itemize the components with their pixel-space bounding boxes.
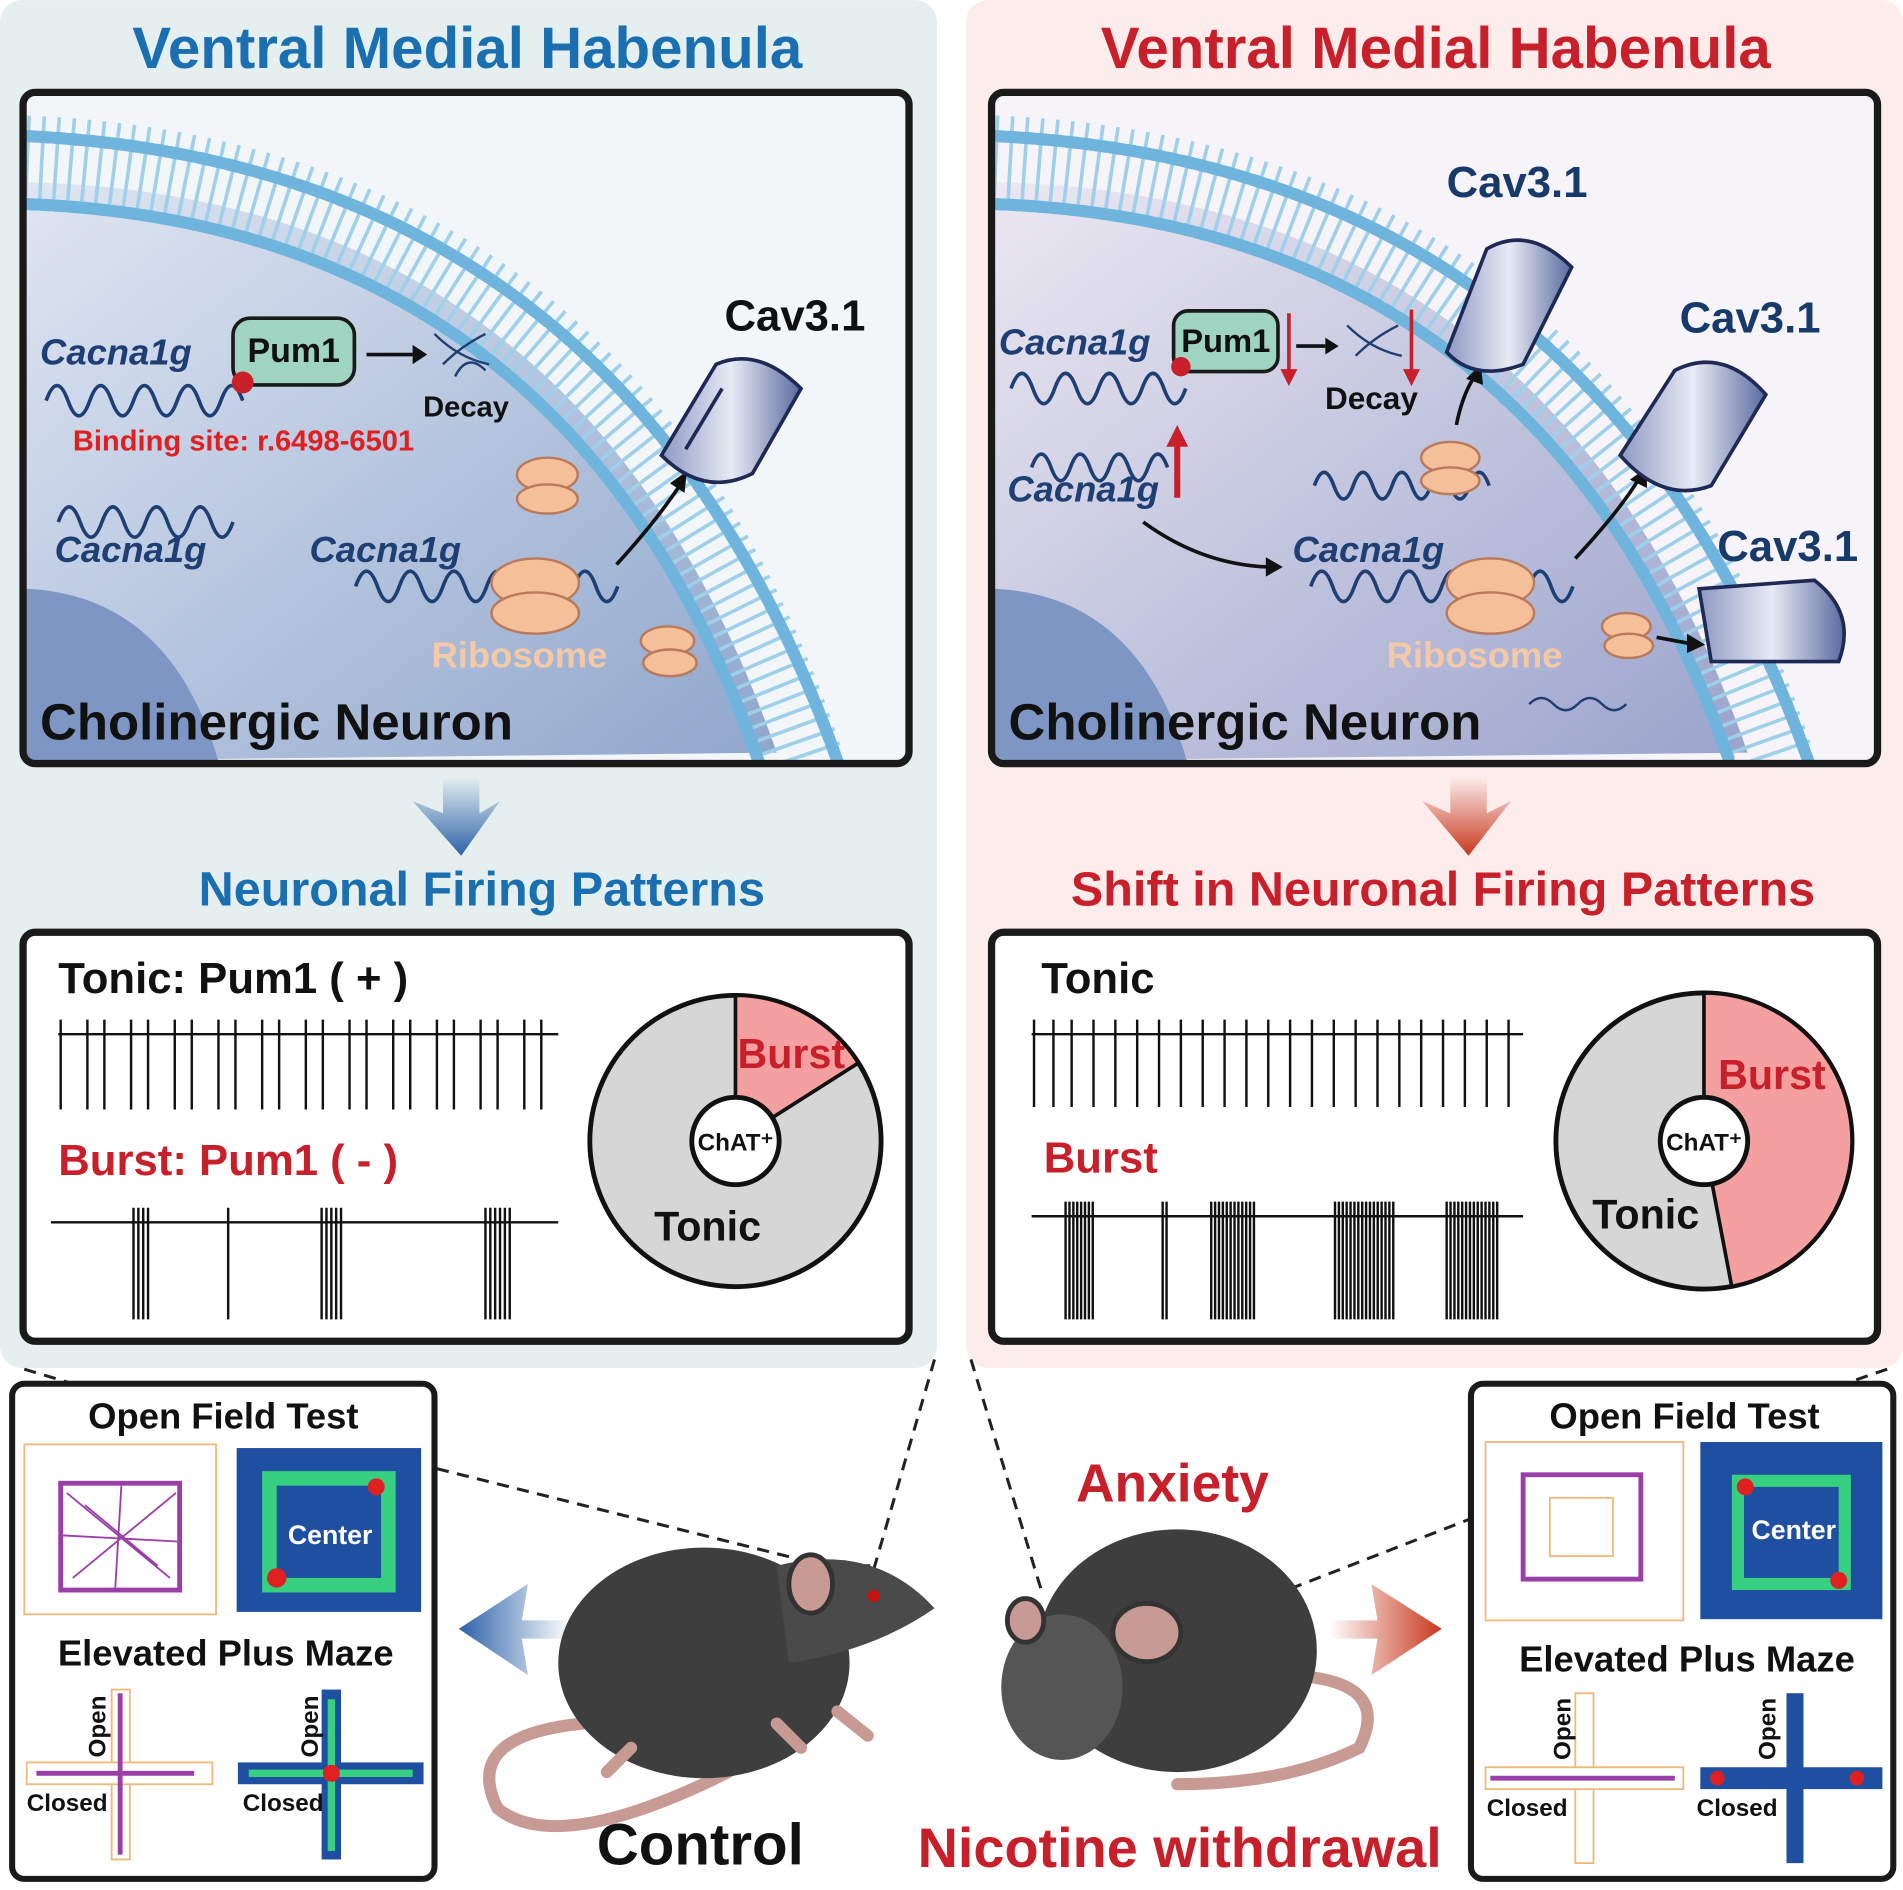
svg-text:Binding site: r.6498-6501: Binding site: r.6498-6501 <box>73 425 414 457</box>
svg-text:Elevated Plus Maze: Elevated Plus Maze <box>58 1632 394 1673</box>
svg-text:Cholinergic Neuron: Cholinergic Neuron <box>40 693 513 750</box>
svg-text:Open Field Test: Open Field Test <box>1549 1396 1819 1437</box>
svg-text:Elevated Plus Maze: Elevated Plus Maze <box>1519 1638 1855 1679</box>
left-pie-tonic: Tonic <box>654 1204 761 1250</box>
left-pie-center-hole <box>689 1094 782 1188</box>
right-pie-chart <box>1553 990 1855 1292</box>
svg-text:Cacna1g: Cacna1g <box>40 331 192 372</box>
svg-text:Open Field Test: Open Field Test <box>88 1396 358 1437</box>
cav31-channel-icon <box>659 357 804 485</box>
svg-text:Closed: Closed <box>1487 1795 1568 1822</box>
left-cell-diagram <box>25 94 907 762</box>
svg-text:Pum1: Pum1 <box>247 332 340 370</box>
mrna-wave <box>44 383 245 418</box>
cav31-channel-icon <box>1444 238 1574 373</box>
svg-text:Closed: Closed <box>1697 1795 1778 1822</box>
left-cell-labels: Cacna1g Pum1 Decay Binding site: r.6498-… <box>40 291 865 750</box>
svg-text:Decay: Decay <box>423 391 510 423</box>
svg-text:Cholinergic Neuron: Cholinergic Neuron <box>1009 693 1482 750</box>
svg-text:Open: Open <box>85 1696 112 1758</box>
left-pie-center: ChAT⁺ <box>698 1130 774 1157</box>
left-tonic-label: Tonic: Pum1 ( + ) <box>58 954 408 1003</box>
anxiety-label: Anxiety <box>1076 1454 1269 1513</box>
svg-text:Cav3.1: Cav3.1 <box>1717 522 1858 571</box>
decay-mrna <box>433 332 490 377</box>
svg-text:Closed: Closed <box>27 1790 108 1817</box>
right-pie-center: ChAT⁺ <box>1666 1130 1742 1157</box>
right-behavior-box: Open Field Test Center Elevated Plus Maz… <box>1467 1380 1897 1882</box>
ribosome-icon <box>1419 440 1655 660</box>
svg-text:Center: Center <box>1751 1515 1836 1545</box>
left-burst-label: Burst: Pum1 ( - ) <box>58 1136 398 1185</box>
cav31-channel-icon <box>1696 578 1846 664</box>
left-pie-burst: Burst <box>737 1031 845 1077</box>
svg-text:Cacna1g: Cacna1g <box>1007 468 1159 509</box>
svg-text:Open: Open <box>1755 1698 1782 1760</box>
control-mouse-illustration <box>483 1547 935 1833</box>
right-pie-tonic: Tonic <box>1592 1191 1699 1237</box>
left-pie-chart <box>587 992 884 1290</box>
right-cell-frame <box>987 88 1882 768</box>
left-burst-trace <box>50 1207 559 1320</box>
right-tonic-label: Tonic <box>1041 954 1154 1003</box>
left-firing-title: Neuronal Firing Patterns <box>199 863 765 917</box>
right-pie-burst-slice <box>1702 991 1854 1289</box>
right-burst-label: Burst <box>1044 1134 1159 1183</box>
svg-text:Cacna1g: Cacna1g <box>1293 529 1445 570</box>
nicotine-withdrawal-label: Nicotine withdrawal <box>918 1816 1442 1879</box>
svg-text:Open: Open <box>297 1696 324 1758</box>
svg-text:Cacna1g: Cacna1g <box>55 529 207 570</box>
svg-text:Open: Open <box>1549 1698 1576 1760</box>
svg-text:Decay: Decay <box>1325 380 1418 416</box>
control-label: Control <box>597 1812 804 1877</box>
right-firing-title: Shift in Neuronal Firing Patterns <box>1071 863 1815 917</box>
left-cell-frame <box>19 88 913 768</box>
right-tonic-trace <box>1031 1019 1524 1108</box>
right-title: Ventral Medial Habenula <box>1101 16 1772 81</box>
ribosome-icon <box>490 456 698 678</box>
binding-site-dot <box>231 371 254 394</box>
svg-text:Cav3.1: Cav3.1 <box>1447 158 1588 207</box>
right-arrow-icon <box>1328 1583 1442 1676</box>
svg-text:Cav3.1: Cav3.1 <box>1680 294 1821 343</box>
right-burst-trace <box>1031 1201 1524 1320</box>
right-pie-burst: Burst <box>1718 1052 1826 1098</box>
left-behavior-box: Open Field Test Center Elevated Plus Maz… <box>9 1380 438 1882</box>
spike-traces <box>50 1019 1524 1320</box>
svg-text:Ribosome: Ribosome <box>431 635 607 676</box>
nucleus <box>25 588 219 762</box>
down-arrow-icon <box>412 776 501 856</box>
svg-text:Cav3.1: Cav3.1 <box>724 291 865 340</box>
left-arrow-icon <box>458 1583 571 1676</box>
pum1-protein <box>231 316 357 387</box>
right-pie-center-hole <box>1657 1094 1751 1188</box>
left-title: Ventral Medial Habenula <box>132 16 803 81</box>
svg-text:Pum1: Pum1 <box>1181 322 1270 359</box>
down-arrow-icon <box>1422 776 1511 856</box>
left-pie-burst-slice <box>733 993 861 1145</box>
svg-text:Cacna1g: Cacna1g <box>309 529 461 570</box>
svg-text:Cacna1g: Cacna1g <box>999 322 1151 363</box>
svg-text:Ribosome: Ribosome <box>1387 635 1563 676</box>
right-cell-labels: Cacna1g Pum1 Decay Cacna1g Cacna1g Ribos… <box>999 158 1858 751</box>
left-tonic-trace <box>58 1019 559 1110</box>
cav31-channel-icon <box>1617 360 1769 493</box>
svg-text:Closed: Closed <box>243 1790 324 1817</box>
svg-text:Center: Center <box>288 1520 373 1550</box>
withdrawal-mouse-illustration <box>1001 1529 1374 1791</box>
